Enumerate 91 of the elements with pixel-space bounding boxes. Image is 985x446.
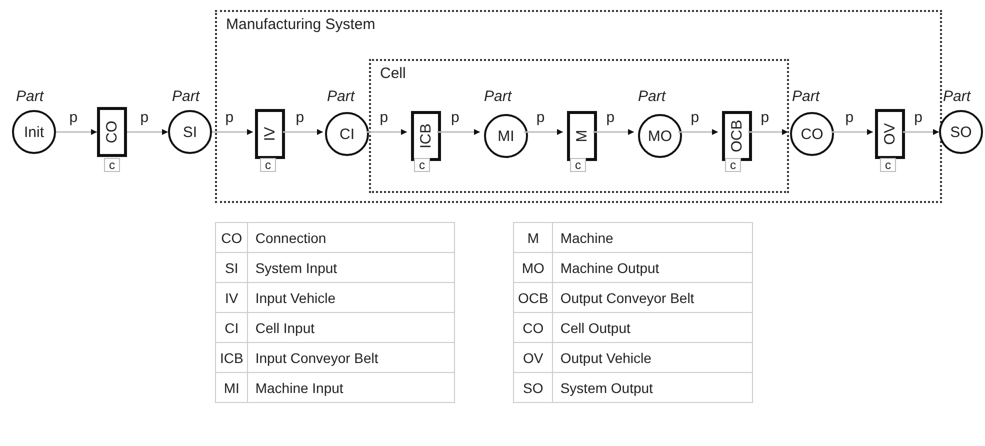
node-label: CO xyxy=(800,126,824,142)
abbreviation-cell: MO xyxy=(514,252,553,282)
node-label: CO xyxy=(104,120,120,144)
edge-label: p xyxy=(536,110,545,125)
node-label: SI xyxy=(182,124,198,140)
state-circle xyxy=(939,110,983,154)
node-caption: Part xyxy=(638,88,666,105)
port-label: c xyxy=(880,158,896,172)
process-box xyxy=(255,109,285,159)
description-cell: Machine Input xyxy=(248,372,454,402)
group-title: Manufacturing System xyxy=(226,16,376,33)
edge-label: p xyxy=(760,110,770,125)
state-circle xyxy=(484,114,528,158)
node-caption: Part xyxy=(327,88,355,105)
arrow xyxy=(127,129,168,135)
state-circle xyxy=(638,114,682,158)
node-label: OCB xyxy=(730,120,744,152)
arrow xyxy=(283,129,323,135)
description-cell: Machine xyxy=(552,222,752,252)
node-label: CI xyxy=(340,126,354,142)
description-cell: Connection xyxy=(248,222,454,252)
arrow xyxy=(367,129,407,135)
edge-label: p xyxy=(225,110,234,125)
port-label: c xyxy=(570,158,586,172)
abbreviation-cell: CO xyxy=(514,312,553,342)
abbreviation-cell: CO xyxy=(216,222,248,252)
port-label: c xyxy=(260,158,276,172)
abbreviation-cell: OV xyxy=(514,342,553,372)
node-caption: Part xyxy=(172,88,200,105)
edge-label: p xyxy=(140,110,149,125)
edge-label: p xyxy=(914,110,922,125)
abbreviation-cell: IV xyxy=(216,282,248,312)
node-label: ICB xyxy=(418,124,434,148)
abbreviation-cell: ICB xyxy=(216,342,248,372)
description-cell: Cell Output xyxy=(552,312,752,342)
description-cell: Cell Input xyxy=(248,312,454,342)
arrow xyxy=(903,129,939,135)
node-label: SO xyxy=(950,124,972,140)
state-circle xyxy=(790,112,834,156)
abbreviation-cell: M xyxy=(514,222,553,252)
group-frame xyxy=(369,59,789,193)
abbreviation-cell: OCB xyxy=(514,282,553,312)
description-cell: Output Vehicle xyxy=(552,342,752,372)
edge-label: p xyxy=(380,110,388,125)
edge-label: p xyxy=(690,110,700,125)
group-frame xyxy=(215,10,942,203)
port-label: c xyxy=(725,158,741,172)
edge-label: p xyxy=(296,110,304,125)
arrow xyxy=(593,129,634,135)
node-label: OV xyxy=(882,123,898,145)
arrow xyxy=(56,129,97,135)
arrow xyxy=(437,129,480,135)
process-box xyxy=(97,107,127,157)
edge-label: p xyxy=(69,110,78,125)
arrow xyxy=(748,129,788,135)
node-caption: Part xyxy=(484,88,512,105)
node-caption: Part xyxy=(943,88,971,105)
node-label: MO xyxy=(648,128,672,144)
state-circle xyxy=(12,110,56,154)
description-cell: Machine Output xyxy=(552,252,752,282)
node-label: M xyxy=(574,130,590,142)
node-caption: Part xyxy=(16,88,44,105)
arrow xyxy=(524,129,563,135)
process-box xyxy=(567,111,597,161)
edge-label: p xyxy=(845,110,854,125)
description-cell: Output Conveyor Belt xyxy=(552,282,752,312)
description-cell: System Output xyxy=(552,372,752,402)
port-label: c xyxy=(104,158,120,172)
process-box xyxy=(722,111,752,161)
process-box xyxy=(411,111,441,161)
abbreviation-cell: SO xyxy=(514,372,553,402)
node-caption: Part xyxy=(792,88,820,105)
node-label: Init xyxy=(24,124,44,140)
state-circle xyxy=(325,112,369,156)
edge-label: p xyxy=(606,110,615,125)
description-cell: Input Vehicle xyxy=(248,282,454,312)
port-label: c xyxy=(414,158,430,172)
abbreviation-cell: MI xyxy=(216,372,248,402)
abbreviation-cell: SI xyxy=(216,252,248,282)
process-box xyxy=(875,109,905,159)
group-title: Cell xyxy=(380,65,406,82)
abbreviation-cell: CI xyxy=(216,312,248,342)
node-label: IV xyxy=(262,126,278,142)
state-circle xyxy=(168,110,212,154)
arrow xyxy=(212,129,253,135)
arrow xyxy=(678,129,718,135)
edge-label: p xyxy=(451,110,460,125)
description-cell: System Input xyxy=(248,252,454,282)
node-label: MI xyxy=(498,128,514,144)
arrow xyxy=(832,129,873,135)
description-cell: Input Conveyor Belt xyxy=(248,342,454,372)
